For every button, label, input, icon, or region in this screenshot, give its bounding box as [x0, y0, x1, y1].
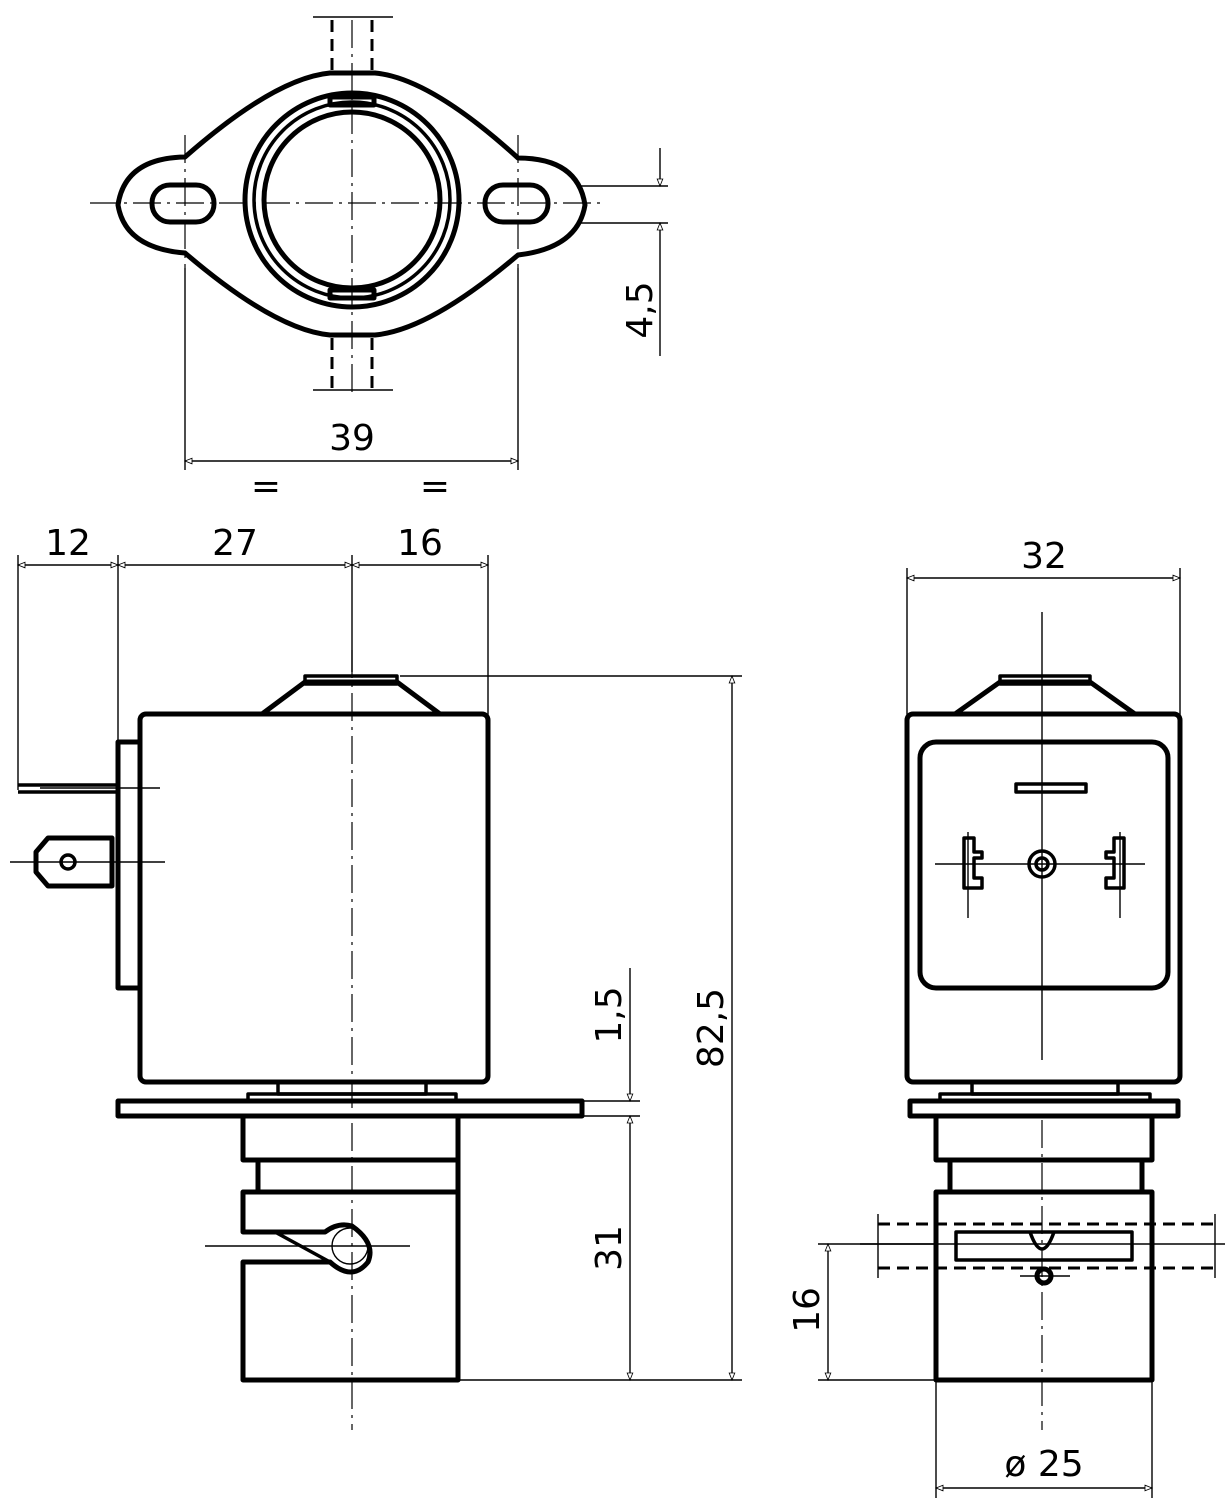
front-valve-neck [947, 1157, 1145, 1195]
connector-block [115, 739, 143, 991]
terminal-lower [33, 835, 115, 889]
dim-27: 27 [212, 523, 258, 564]
coil-body [137, 711, 491, 1085]
right-pin [1104, 836, 1126, 890]
equal-mark-right: = [420, 466, 450, 507]
front-valve-lower [933, 1189, 1155, 1383]
dim-16-port: 16 [787, 1287, 828, 1333]
valve-neck [255, 1157, 461, 1195]
front-coil-cap [952, 679, 1138, 717]
dim-4-5: 4,5 [620, 281, 661, 338]
dim-12: 12 [45, 523, 91, 564]
top-view: 4,5 39 = = [90, 16, 668, 507]
dim-39: 39 [329, 418, 375, 459]
dim-1-5: 1,5 [589, 986, 630, 1043]
dim-32: 32 [1021, 536, 1067, 577]
connector-face [917, 739, 1171, 991]
dim-82-5: 82,5 [691, 988, 732, 1068]
dim-16-top: 16 [397, 523, 443, 564]
front-port-band [954, 1230, 1134, 1262]
front-coil-cap-top [998, 674, 1092, 686]
dim-diameter-25: ø 25 [1004, 1444, 1083, 1485]
front-view: 32 [787, 536, 1225, 1498]
dim-31: 31 [589, 1225, 630, 1271]
valve-lower [240, 1189, 461, 1383]
coil-cap [259, 679, 443, 717]
front-valve-upper [933, 1113, 1155, 1163]
equal-mark-left: = [251, 466, 281, 507]
valve-upper [240, 1113, 461, 1163]
ground-pin [1014, 782, 1088, 794]
coil-cap-top [303, 674, 399, 686]
coil-outer-ring [242, 90, 462, 310]
valve-port-edge [274, 1230, 331, 1264]
left-pin [962, 836, 984, 890]
side-view: 12 27 16 82,5 [10, 523, 742, 1430]
front-coil-body [904, 711, 1183, 1085]
